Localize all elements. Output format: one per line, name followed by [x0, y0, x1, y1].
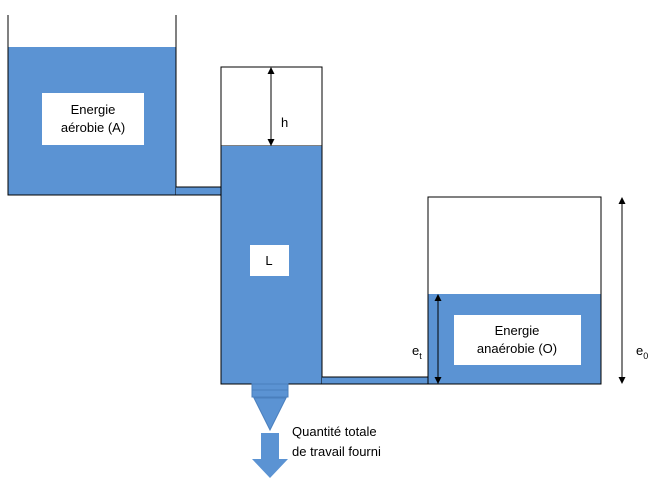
aerobic-label-box — [42, 93, 144, 145]
aerobic-tank-walls — [7, 15, 177, 196]
e0-dimension-arrow — [618, 197, 626, 384]
h-dimension-arrow — [267, 67, 275, 146]
output-label-line1: Quantité totale — [292, 424, 377, 439]
anaerobic-label-box — [454, 315, 581, 365]
h-label: h — [281, 115, 288, 130]
aerobic-label-line1: Energie — [71, 102, 116, 117]
outlet-funnel — [253, 397, 287, 432]
middle-label-box — [250, 245, 289, 276]
e0-label: e0 — [636, 343, 648, 361]
pipe-aerobic-to-middle — [176, 187, 221, 195]
anaerobic-tank-empty — [428, 197, 601, 294]
pipe-middle-to-anaerobic — [322, 377, 428, 384]
et-dimension-arrow — [434, 294, 442, 384]
output-label-line2: de travail fourni — [292, 444, 381, 459]
output-arrow — [252, 433, 288, 478]
middle-tank-label: L — [265, 253, 272, 268]
anaerobic-label-line2: anaérobie (O) — [477, 341, 557, 356]
aerobic-label-line2: aérobie (A) — [61, 120, 125, 135]
anaerobic-label-line1: Energie — [495, 323, 540, 338]
anaerobic-tank-outline — [427, 196, 602, 385]
et-label: et — [412, 343, 422, 361]
